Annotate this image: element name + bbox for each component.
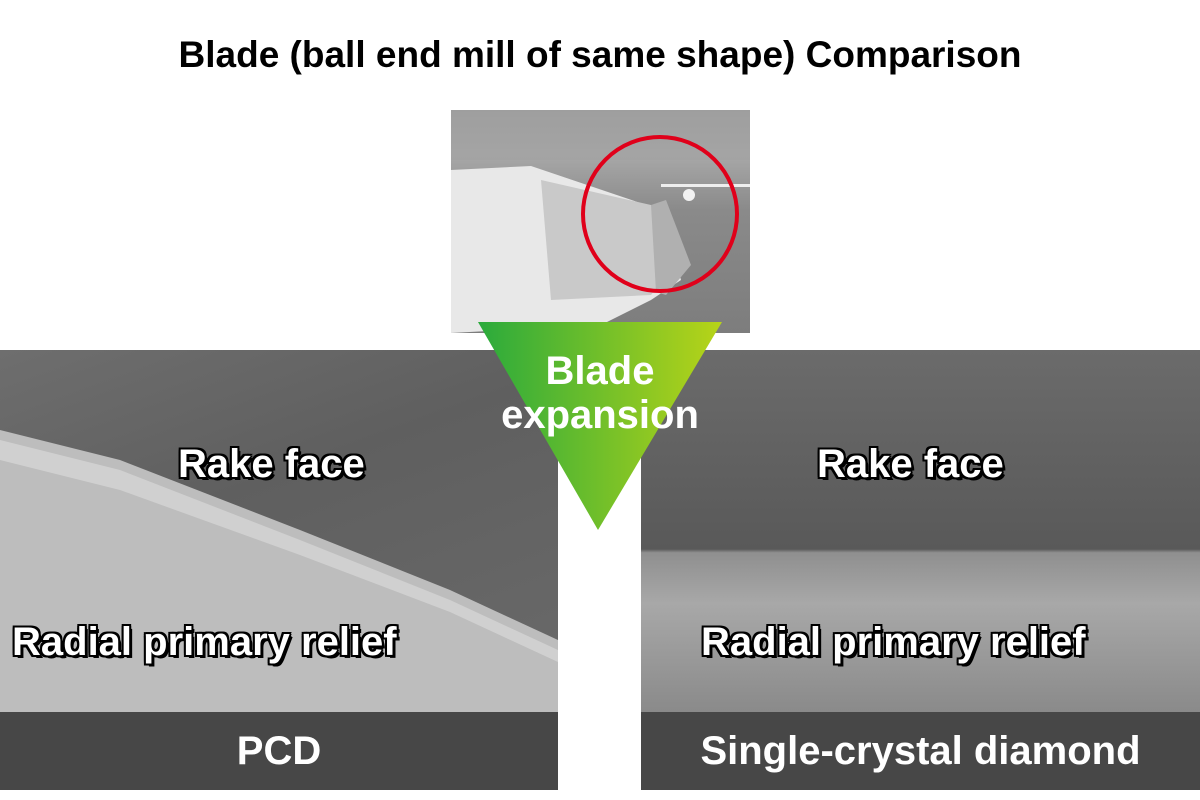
pcd-blade-image: Rake face Radial primary relief (0, 350, 558, 712)
single-crystal-blade-image: Rake face Radial primary relief (641, 350, 1200, 712)
arrow-label-line1: Blade (545, 349, 655, 393)
pcd-caption: PCD (0, 712, 558, 790)
highlight-circle (581, 135, 739, 293)
arrow-label-line2: expansion (501, 393, 699, 437)
single-crystal-caption: Single-crystal diamond (641, 712, 1200, 790)
rake-face-label: Rake face (178, 442, 365, 486)
blade-expansion-arrow-icon (478, 322, 722, 530)
ball-end-mill-sem-image (451, 110, 750, 333)
radial-primary-relief-label: Radial primary relief (701, 620, 1086, 664)
page-title: Blade (ball end mill of same shape) Comp… (178, 34, 1022, 75)
radial-primary-relief-label: Radial primary relief (12, 620, 397, 664)
rake-face-label: Rake face (817, 442, 1004, 486)
